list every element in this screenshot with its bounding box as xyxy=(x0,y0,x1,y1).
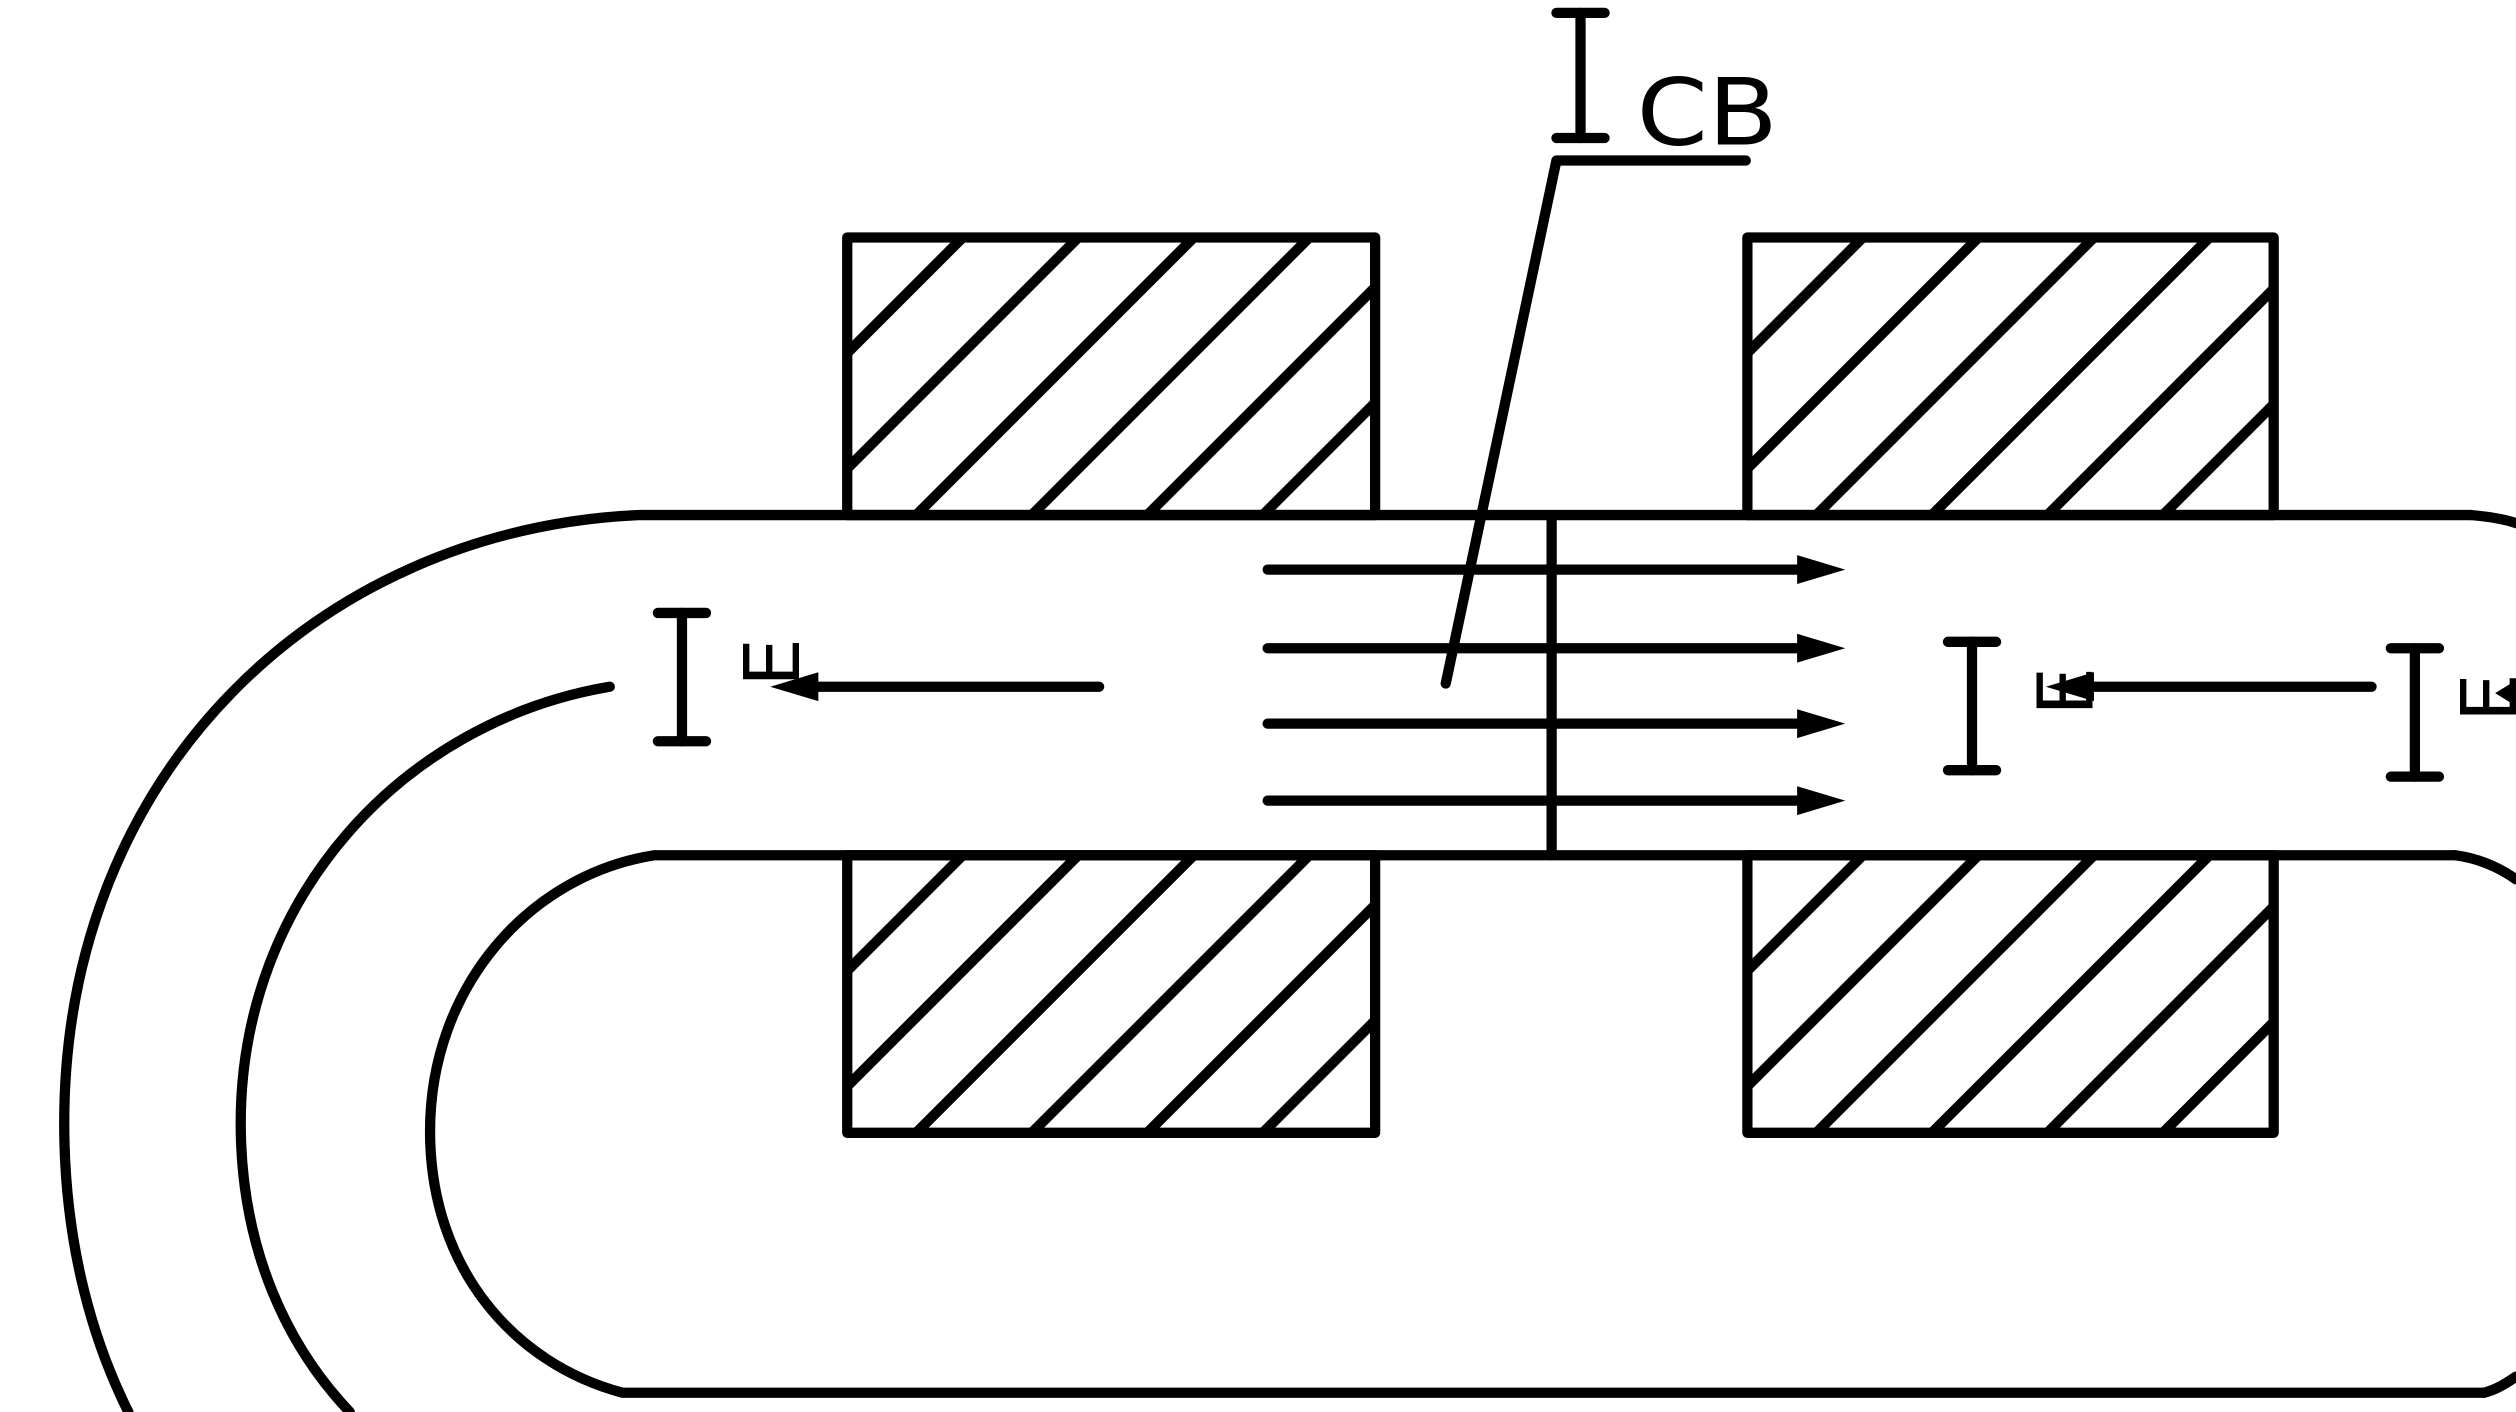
hatch-line xyxy=(1143,279,1376,516)
hatch-line xyxy=(847,237,1082,476)
hatch-line xyxy=(2159,1014,2274,1133)
hatch-line xyxy=(2510,855,2516,1133)
hatch-line xyxy=(1028,855,1313,1133)
flux-arrow-far-right xyxy=(2495,680,2516,706)
hatch-line xyxy=(1374,511,1376,512)
hatch-line xyxy=(847,855,1082,1094)
hatch-line xyxy=(1028,237,1313,516)
hatch-line xyxy=(1747,237,1983,476)
hatch-line xyxy=(2278,237,2516,515)
label-e-subscript-left: E xyxy=(729,638,818,687)
hatch-line xyxy=(1259,395,1376,516)
hatch-line xyxy=(912,855,1198,1133)
hatch-line xyxy=(2278,855,2516,1133)
hatch-line xyxy=(1812,237,2098,516)
hatch-line xyxy=(2394,237,2516,515)
coil-top-right xyxy=(1742,232,2516,521)
i-symbol-e-right xyxy=(1942,636,2002,776)
hatch-line xyxy=(1747,237,1867,361)
i-symbol-e-far-right xyxy=(2385,643,2445,782)
core-inner-outline xyxy=(424,850,2490,1398)
hatch-line xyxy=(1259,1013,1376,1133)
hatch-line xyxy=(1494,855,1772,1133)
hatch-line xyxy=(1812,855,2098,1133)
hatch-line xyxy=(1747,855,1752,863)
hatch-line xyxy=(1143,897,1376,1133)
flux-return-curve xyxy=(235,681,615,1412)
coil-bottom-left xyxy=(842,850,1772,1138)
label-e-subscript-far-right: E xyxy=(2446,673,2516,722)
hatch-line xyxy=(912,237,1198,516)
hatch-line xyxy=(847,237,851,245)
core-outer-outline xyxy=(59,509,2477,1412)
flux-arrow-left xyxy=(770,672,1105,702)
label-cb-subscript: CB xyxy=(1637,58,1778,166)
hatch-line xyxy=(2043,281,2274,516)
i-symbol-e-left xyxy=(652,607,712,747)
hatch-line xyxy=(847,237,967,361)
hatch-line xyxy=(1747,855,1983,1094)
hatch-line xyxy=(2159,397,2274,516)
coil-top-left xyxy=(842,232,1381,521)
hatch-line xyxy=(1928,855,2214,1133)
gap-flux-arrows xyxy=(1262,555,1846,816)
hatch-line xyxy=(1374,1128,1376,1130)
hatch-line xyxy=(1747,855,1867,979)
core-right-edge-bottom xyxy=(2449,850,2516,885)
cb-leader-line xyxy=(1440,155,1751,689)
label-e-subscript-right: E xyxy=(2022,667,2111,716)
hatch-line xyxy=(1928,237,2214,516)
core-right-edge-top xyxy=(2465,509,2516,529)
flux-arrow-right xyxy=(2045,672,2377,702)
hatch-line xyxy=(2394,855,2516,1133)
coil-bottom-right xyxy=(1742,850,2516,1138)
core-right-edge-lower xyxy=(2478,1371,2516,1398)
hatch-line xyxy=(847,855,851,863)
hatch-line xyxy=(847,855,967,979)
hatch-line xyxy=(2043,899,2274,1133)
hatch-line xyxy=(2510,237,2516,515)
i-symbol-cb xyxy=(1551,7,1610,144)
